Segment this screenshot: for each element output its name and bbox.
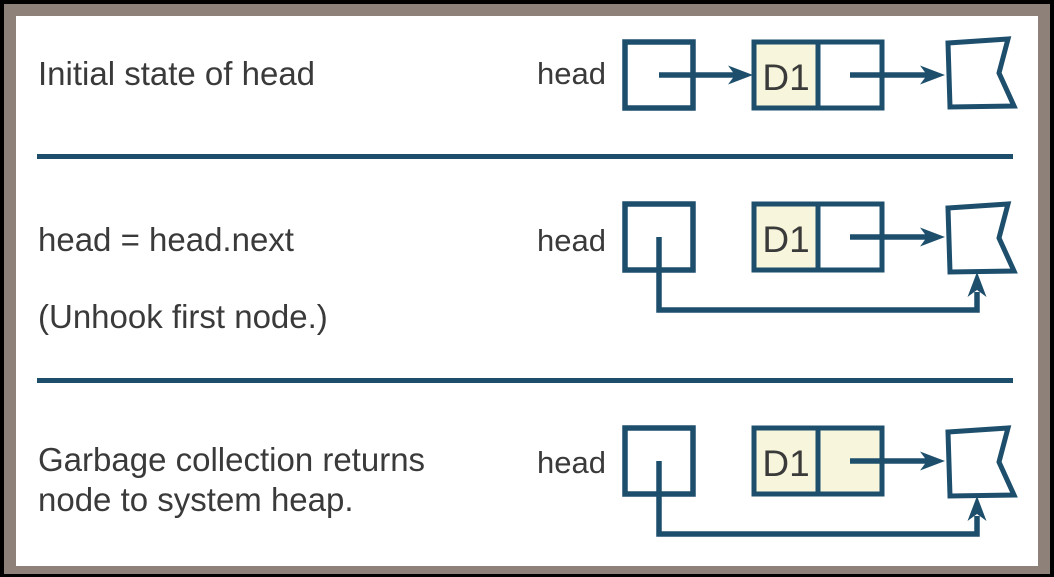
row2-diagram: head D1 (537, 201, 1018, 313)
row-divider (37, 154, 1013, 159)
row3-caption-line2: node to system heap. (38, 481, 354, 518)
head-to-node-arrowhead-icon (728, 65, 753, 85)
head-pointer-label: head (537, 223, 606, 258)
head-pointer-label: head (537, 56, 606, 91)
row1-caption: Initial state of head (38, 55, 316, 92)
node-value: D1 (762, 57, 809, 98)
row2-caption: head = head.next (38, 221, 294, 258)
head-pointer-label: head (537, 445, 606, 480)
row3-caption: Garbage collection returns node to syste… (38, 440, 425, 520)
node-to-rest-arrowhead-icon (920, 65, 945, 85)
rest-of-list-shape (945, 201, 1018, 275)
rest-of-list-shape (945, 425, 1018, 499)
unhook-loop-line (656, 461, 980, 537)
unhook-loop-arrowhead-icon (967, 496, 987, 521)
row3-diagram: head D1 (537, 425, 1018, 537)
node-to-rest-arrowhead-icon (920, 451, 945, 471)
node-data-cell (751, 201, 821, 273)
unhook-loop-line (656, 237, 980, 313)
node-to-rest-arrowhead-icon (920, 227, 945, 247)
rest-of-list-shape (945, 36, 1018, 110)
row3-caption-line1: Garbage collection returns (38, 441, 426, 478)
node-value: D1 (762, 219, 809, 260)
row-divider (37, 378, 1013, 383)
row2-subcaption: (Unhook first node.) (38, 298, 328, 335)
row1-diagram: head D1 (537, 36, 1018, 111)
node-value: D1 (762, 443, 809, 484)
unhook-loop-arrowhead-icon (967, 272, 987, 297)
